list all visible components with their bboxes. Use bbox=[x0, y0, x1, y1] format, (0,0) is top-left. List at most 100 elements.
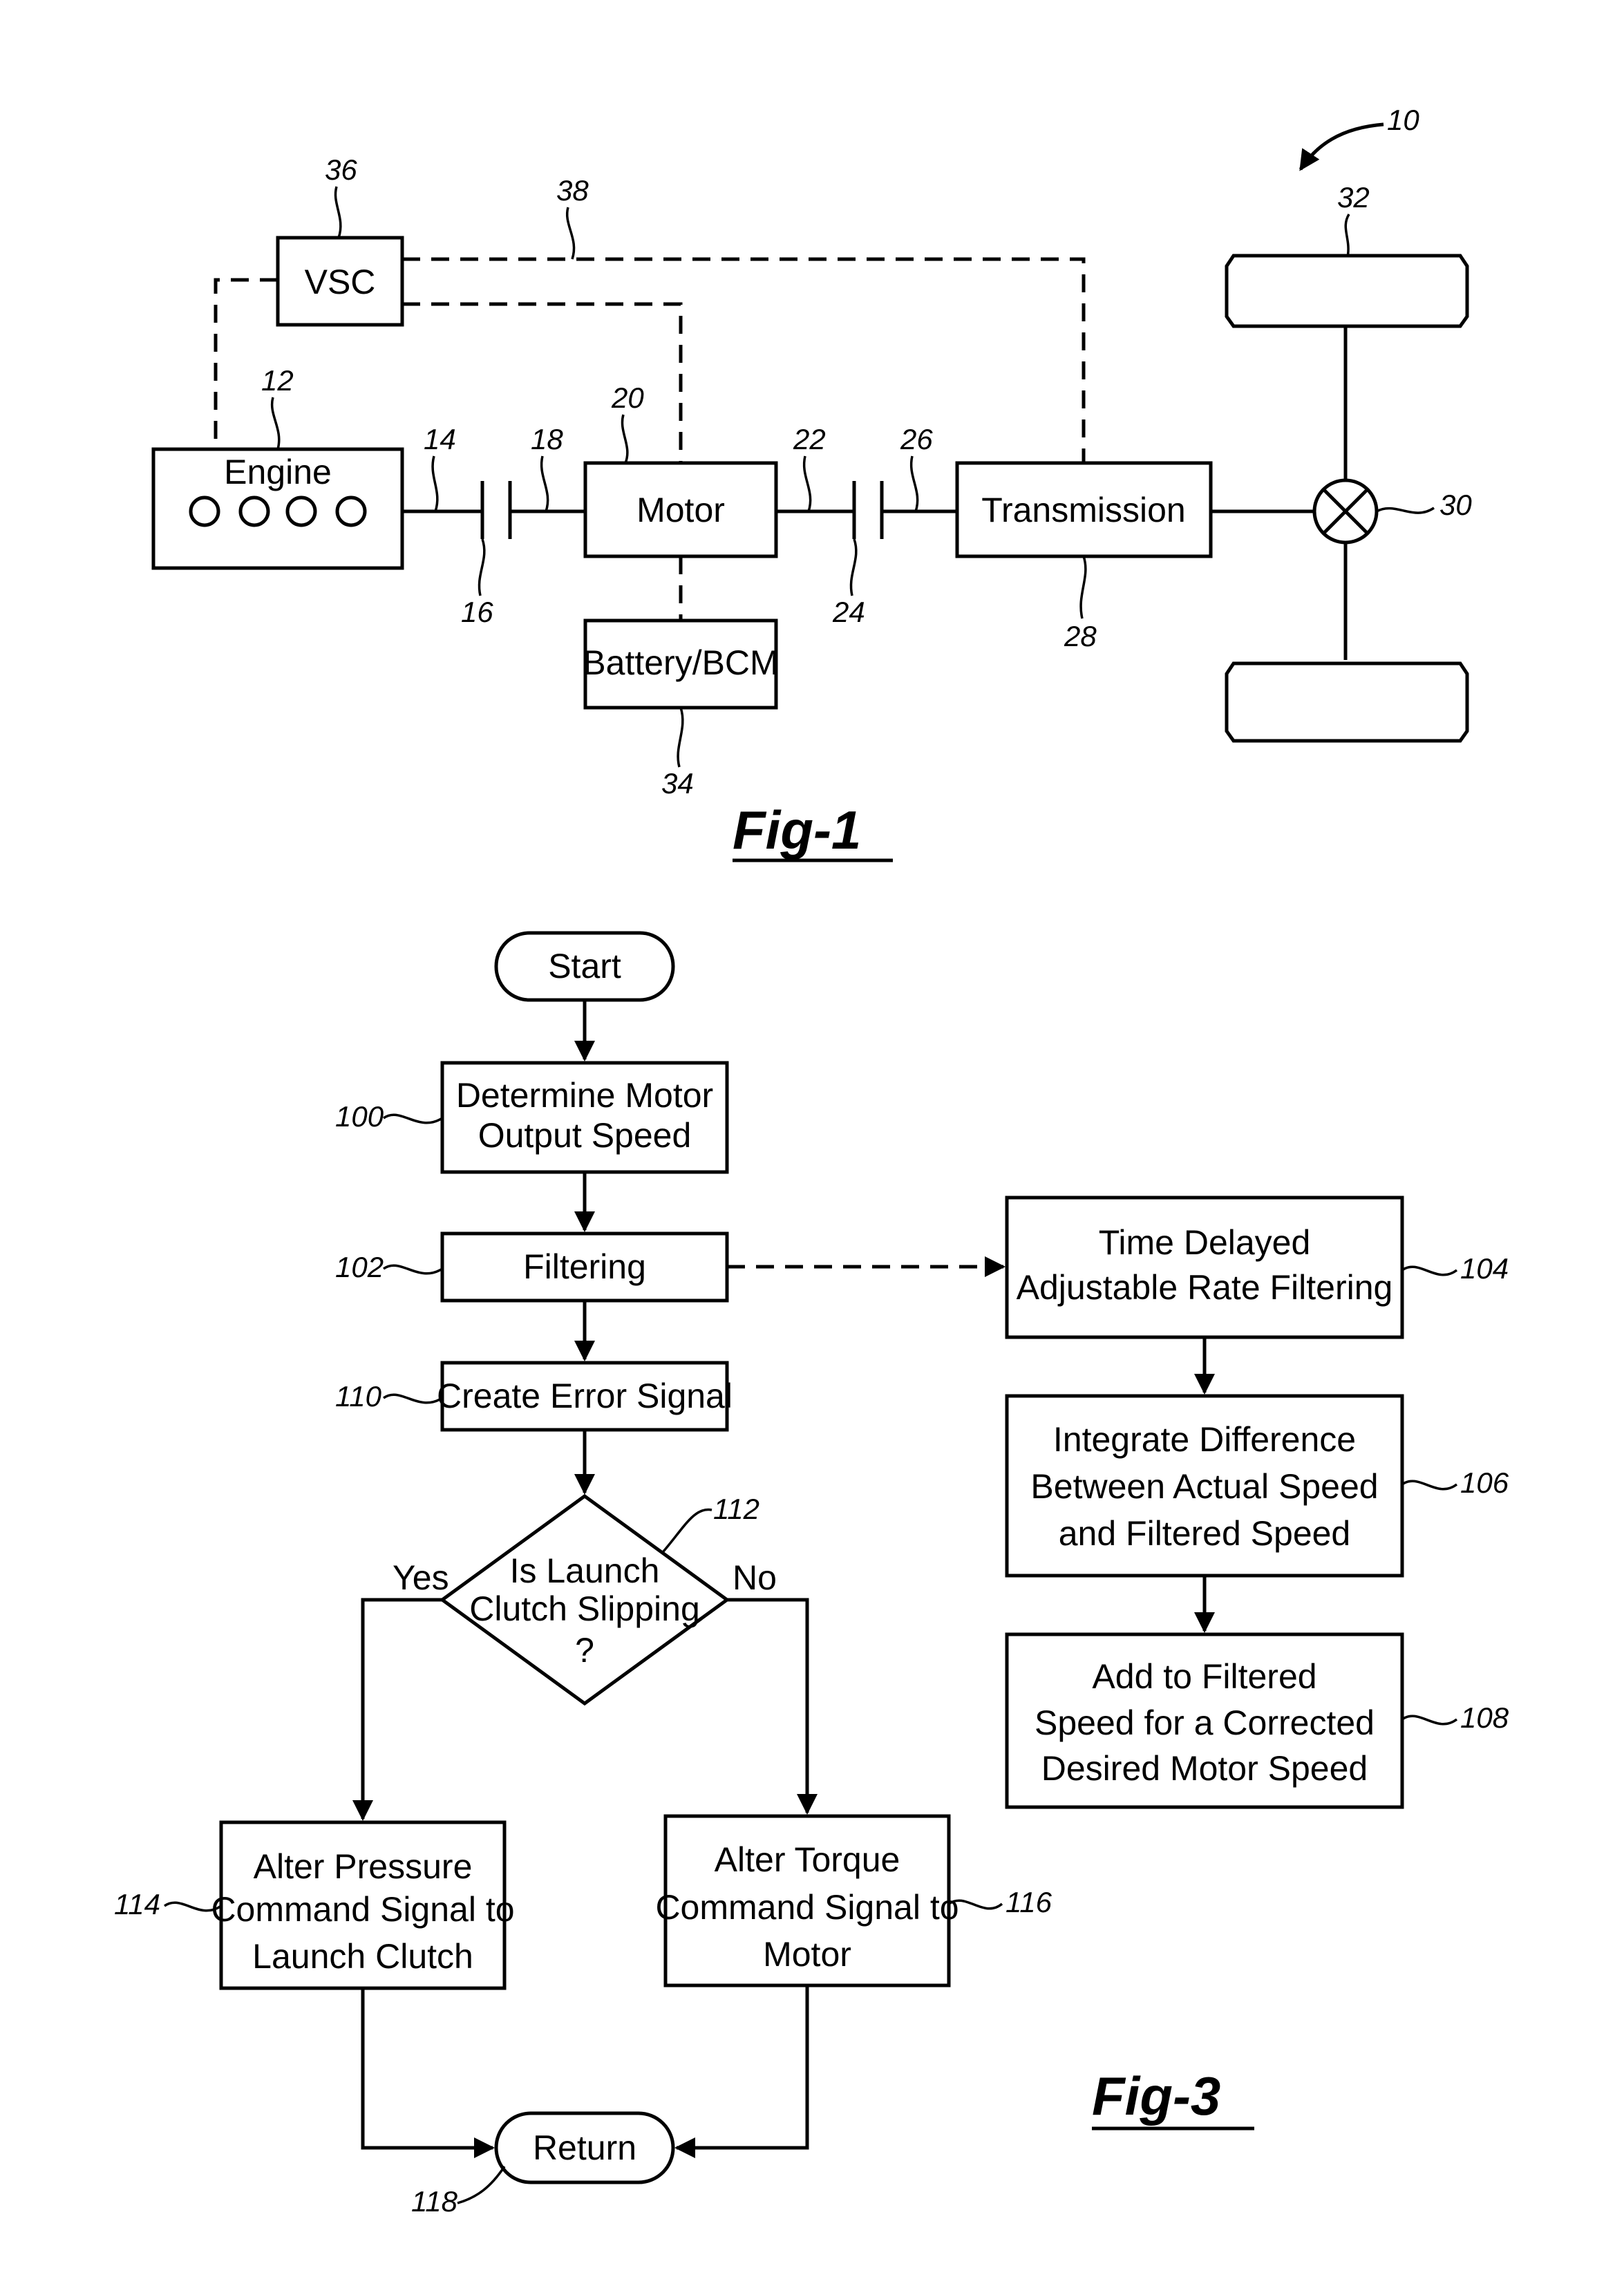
cylinder-icon bbox=[285, 495, 317, 527]
ref-110-leader bbox=[382, 1393, 443, 1404]
alter-pressure-line-2: Command Signal to bbox=[211, 1890, 514, 1929]
ref-116: 116 bbox=[1005, 1886, 1052, 1918]
ref-114-leader bbox=[163, 1901, 222, 1912]
integrate-difference-box bbox=[1005, 1394, 1404, 1578]
launch-clutch-slipping-decision bbox=[439, 1493, 730, 1706]
add-filtered-speed-box bbox=[1005, 1632, 1404, 1809]
ref-20-leader bbox=[621, 414, 629, 464]
ref-100-leader bbox=[382, 1113, 443, 1124]
fig3-caption: Fig-3 bbox=[1092, 2066, 1220, 2126]
determine-speed-box bbox=[440, 1061, 729, 1174]
alter-pressure-line-1: Alter Pressure bbox=[254, 1847, 473, 1886]
filtering-label: Filtering bbox=[523, 1247, 646, 1286]
add-line-3: Desired Motor Speed bbox=[1041, 1749, 1368, 1788]
integrate-line-3: and Filtered Speed bbox=[1059, 1514, 1351, 1553]
time-delayed-line-2: Adjustable Rate Filtering bbox=[1017, 1268, 1393, 1307]
ref-118: 118 bbox=[411, 2185, 458, 2218]
cylinder-icon bbox=[189, 495, 220, 527]
ref-10-arrow bbox=[1299, 122, 1384, 171]
cylinder-icon bbox=[238, 495, 270, 527]
wheel-bottom bbox=[1225, 661, 1469, 743]
vsc-engine-control-line bbox=[214, 278, 278, 449]
add-line-1: Add to Filtered bbox=[1092, 1657, 1316, 1696]
return-terminal bbox=[494, 2111, 675, 2184]
determine-line-2: Output Speed bbox=[478, 1116, 692, 1155]
ref-102-leader bbox=[382, 1264, 443, 1275]
ref-30-leader bbox=[1376, 507, 1435, 514]
ref-14: 14 bbox=[424, 423, 456, 455]
decision-line-2: Clutch Slipping bbox=[469, 1589, 700, 1628]
return-label: Return bbox=[533, 2128, 636, 2167]
alter-torque-line-3: Motor bbox=[763, 1935, 851, 1974]
ref-28-leader bbox=[1079, 556, 1087, 619]
ref-16-leader bbox=[478, 538, 486, 596]
motor-label: Motor bbox=[636, 491, 725, 529]
ref-36-leader bbox=[334, 186, 342, 238]
yes-label: Yes bbox=[393, 1558, 449, 1597]
ref-112-leader bbox=[662, 1508, 712, 1553]
ref-36: 36 bbox=[325, 153, 357, 186]
ref-102: 102 bbox=[335, 1251, 384, 1283]
ref-104-leader bbox=[1401, 1265, 1458, 1276]
ref-18: 18 bbox=[531, 423, 563, 455]
filtering-box bbox=[440, 1231, 729, 1303]
ref-110: 110 bbox=[335, 1380, 382, 1413]
alter-pressure-line-3: Launch Clutch bbox=[252, 1937, 473, 1976]
ref-116-leader bbox=[947, 1899, 1003, 1910]
alter-torque-line-2: Command Signal to bbox=[655, 1888, 959, 1927]
fig1-powertrain-diagram: VSC Engine Motor Battery/BCM bbox=[151, 104, 1472, 862]
ref-12-leader bbox=[270, 397, 281, 450]
transmission-box bbox=[955, 461, 1213, 558]
ref-112: 112 bbox=[713, 1493, 759, 1525]
ref-32-leader bbox=[1344, 214, 1350, 258]
ref-16: 16 bbox=[461, 596, 493, 628]
engine-label: Engine bbox=[224, 453, 332, 491]
create-error-signal-label: Create Error Signal bbox=[437, 1377, 733, 1415]
vsc-motor-control-line bbox=[402, 302, 683, 463]
fig3-flowchart: Start Determine Motor Output Speed Filte… bbox=[114, 931, 1509, 2218]
arrow-114-to-return bbox=[361, 1988, 495, 2158]
transmission-label: Transmission bbox=[981, 491, 1185, 529]
alter-torque-line-1: Alter Torque bbox=[715, 1840, 900, 1879]
ref-18-leader bbox=[540, 455, 549, 512]
cylinder-icon bbox=[335, 495, 367, 527]
integrate-line-1: Integrate Difference bbox=[1053, 1420, 1356, 1459]
ref-114: 114 bbox=[114, 1888, 160, 1920]
vsc-transmission-control-line bbox=[402, 257, 1086, 463]
arrow-no-to-116 bbox=[727, 1598, 818, 1815]
battery-label: Battery/BCM bbox=[583, 643, 778, 682]
battery-box bbox=[583, 618, 778, 710]
ref-118-leader bbox=[457, 2166, 506, 2204]
ref-24-leader bbox=[849, 538, 858, 596]
ref-12: 12 bbox=[261, 364, 294, 397]
ref-30: 30 bbox=[1439, 489, 1472, 521]
arrow-116-to-return bbox=[674, 1985, 809, 2158]
ref-38: 38 bbox=[556, 174, 589, 207]
create-error-signal-box bbox=[440, 1361, 729, 1432]
vsc-label: VSC bbox=[305, 263, 376, 301]
ref-20: 20 bbox=[611, 381, 644, 414]
ref-28: 28 bbox=[1064, 620, 1097, 652]
ref-108-leader bbox=[1401, 1715, 1458, 1726]
determine-line-1: Determine Motor bbox=[456, 1076, 713, 1115]
ref-22-leader bbox=[802, 455, 812, 512]
integrate-line-2: Between Actual Speed bbox=[1030, 1467, 1378, 1506]
ref-38-leader bbox=[565, 207, 576, 260]
ref-34-leader bbox=[677, 707, 684, 768]
arrow-yes-to-114 bbox=[352, 1598, 442, 1821]
ref-106-leader bbox=[1401, 1480, 1458, 1491]
start-label: Start bbox=[548, 947, 621, 985]
add-line-2: Speed for a Corrected bbox=[1035, 1703, 1375, 1742]
engine-box bbox=[151, 447, 404, 570]
ref-104: 104 bbox=[1460, 1252, 1509, 1285]
decision-line-3: ? bbox=[575, 1631, 594, 1670]
engine-cylinders bbox=[189, 495, 367, 527]
wheel-top bbox=[1225, 254, 1469, 328]
no-label: No bbox=[733, 1558, 777, 1597]
time-delayed-line-1: Time Delayed bbox=[1099, 1223, 1311, 1262]
ref-106: 106 bbox=[1460, 1466, 1509, 1499]
ref-108: 108 bbox=[1460, 1701, 1509, 1734]
ref-26-leader bbox=[909, 455, 919, 512]
fig1-caption: Fig-1 bbox=[733, 800, 861, 860]
